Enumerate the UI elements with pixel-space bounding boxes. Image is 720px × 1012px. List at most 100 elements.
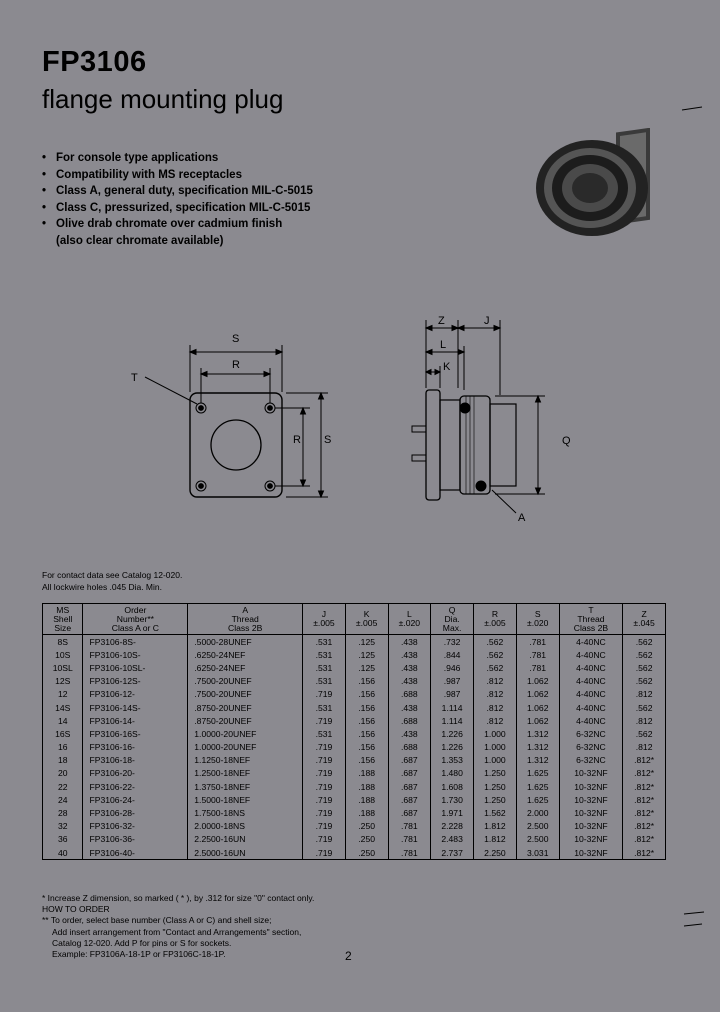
table-cell: .531 xyxy=(302,648,346,662)
column-header-line: Class 2B xyxy=(227,622,263,633)
table-cell: .781 xyxy=(387,819,432,833)
table-cell: 1.0000-20UNEF xyxy=(187,740,304,754)
table-cell: 2.500 xyxy=(515,832,560,846)
feature-text: Compatibility with MS receptacles xyxy=(56,168,242,181)
table-cell: FP3106-28- xyxy=(82,806,189,820)
table-cell: 18 xyxy=(41,753,84,767)
table-cell: .719 xyxy=(302,819,346,833)
table-cell: .719 xyxy=(302,714,346,728)
table-cell: .7500-20UNEF xyxy=(187,674,304,688)
table-cell: 1.2500-18NEF xyxy=(187,766,304,781)
table-cell: .562 xyxy=(622,727,666,741)
column-header-line: Max. xyxy=(442,622,462,633)
column-header-line: MS xyxy=(56,604,70,615)
dim-label: J xyxy=(484,315,490,327)
feature-list: For console type applications Compatibil… xyxy=(42,150,313,249)
table-cell: .688 xyxy=(387,714,432,728)
table-cell: .812* xyxy=(622,819,666,833)
column-header: S±.020 xyxy=(515,603,560,635)
table-cell: 2.500 xyxy=(515,819,560,833)
order-line: Catalog 12-020. Add P for pins or S for … xyxy=(52,937,232,948)
table-cell: .562 xyxy=(473,661,517,675)
connector-photo xyxy=(536,128,650,236)
table-cell: .531 xyxy=(302,700,346,715)
table-cell: 1.114 xyxy=(430,700,475,715)
table-cell: 14S xyxy=(41,700,84,715)
feature-item: Compatibility with MS receptacles xyxy=(42,167,313,184)
table-cell: 4-40NC xyxy=(558,687,624,701)
column-header-line: ±.020 xyxy=(527,618,549,628)
feature-text: Olive drab chromate over cadmium finish xyxy=(56,218,283,230)
dim-label: Z xyxy=(438,315,445,327)
feature-item: Class A, general duty, specification MIL… xyxy=(42,183,313,200)
table-cell: .812 xyxy=(473,687,517,701)
table-cell: 2.2500-16UN xyxy=(187,832,304,846)
table-cell: 12 xyxy=(41,687,84,701)
table-cell: FP3106-12S- xyxy=(82,674,189,688)
table-cell: .156 xyxy=(344,753,389,767)
table-cell: 4-40NC xyxy=(558,700,624,715)
flange-outline xyxy=(189,392,283,498)
table-cell: 10SL xyxy=(41,661,84,675)
column-header-line: ±.005 xyxy=(484,618,506,628)
column-header-line: Thread xyxy=(231,613,259,624)
table-cell: .987 xyxy=(430,674,475,688)
table-cell: .562 xyxy=(622,700,666,715)
table-cell: .844 xyxy=(430,648,475,662)
table-cell: 22 xyxy=(41,780,84,794)
table-cell: .438 xyxy=(387,634,432,649)
table-cell: 4-40NC xyxy=(558,648,624,662)
contact-note: For contact data see Catalog 12-020. xyxy=(42,570,183,580)
dim-label: R xyxy=(293,434,301,446)
table-cell: 1.625 xyxy=(515,793,560,807)
table-cell: 36 xyxy=(41,832,84,846)
table-cell: .812* xyxy=(622,806,666,820)
table-cell: 2.228 xyxy=(430,819,475,833)
table-cell: 1.3750-18NEF xyxy=(187,780,304,794)
table-cell: .812 xyxy=(622,714,666,728)
table-cell: 16S xyxy=(41,727,84,741)
table-cell: 10-32NF xyxy=(558,819,624,833)
table-cell: 28 xyxy=(41,806,84,820)
table-cell: 1.812 xyxy=(473,832,517,846)
table-cell: .562 xyxy=(622,634,666,649)
table-cell: .562 xyxy=(473,634,517,649)
table-cell: FP3106-40- xyxy=(82,846,189,861)
table-cell: .781 xyxy=(515,661,560,675)
table-cell: .156 xyxy=(344,674,389,688)
table-cell: .188 xyxy=(344,780,389,794)
feature-text-continued: (also clear chromate available) xyxy=(56,234,224,247)
table-cell: .562 xyxy=(622,661,666,675)
table-cell: 20 xyxy=(41,766,84,781)
table-cell: 2.000 xyxy=(515,806,560,820)
table-cell: .987 xyxy=(430,687,475,701)
table-cell: .687 xyxy=(387,806,432,820)
table-cell: .562 xyxy=(473,648,517,662)
table-cell: .688 xyxy=(387,740,432,754)
table-cell: .812* xyxy=(622,793,666,807)
table-cell: 16 xyxy=(41,740,84,754)
table-cell: .125 xyxy=(344,661,389,675)
table-cell: .250 xyxy=(344,832,389,846)
table-cell: .812* xyxy=(622,766,666,781)
table-cell: 1.114 xyxy=(430,714,475,728)
table-cell: .719 xyxy=(302,740,346,754)
page-subtitle: flange mounting plug xyxy=(42,84,284,114)
table-cell: .7500-20UNEF xyxy=(187,687,304,701)
edge-mark xyxy=(683,911,705,927)
table-cell: 1.1250-18NEF xyxy=(187,753,304,767)
table-cell: 1.480 xyxy=(430,766,475,781)
table-cell: 4-40NC xyxy=(558,634,624,649)
table-cell: .531 xyxy=(302,661,346,675)
